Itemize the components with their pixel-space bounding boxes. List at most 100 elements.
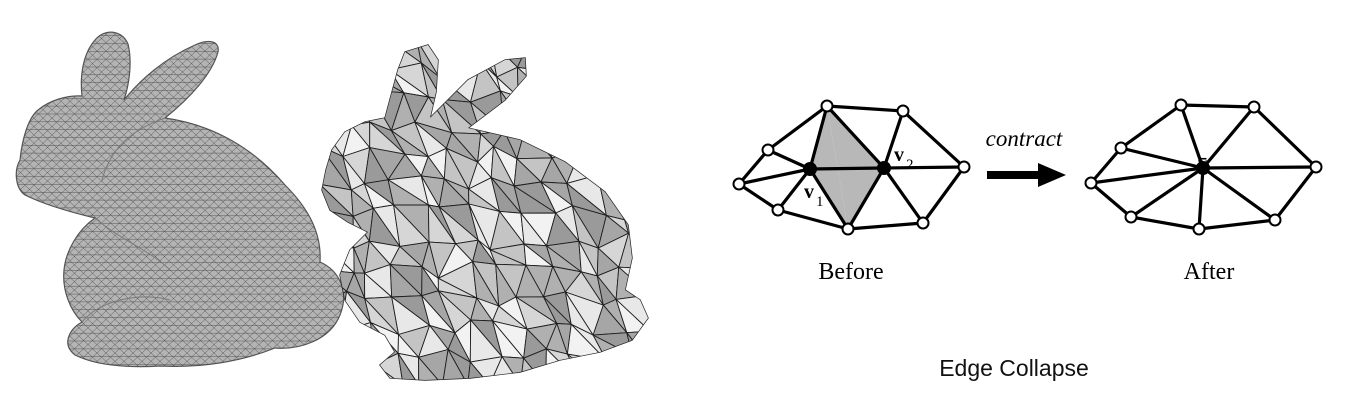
- coarse-mesh-face: [571, 100, 603, 131]
- coarse-mesh-face: [397, 353, 420, 380]
- mesh-vertex: [1174, 98, 1188, 112]
- coarse-mesh-face: [540, 70, 574, 102]
- coarse-mesh-face: [605, 354, 633, 380]
- mesh-edge: [766, 104, 829, 152]
- coarse-mesh-face: [529, 45, 551, 74]
- mesh-edge: [1201, 165, 1318, 170]
- mesh-vertex: [771, 203, 785, 217]
- coarse-mesh-face: [625, 330, 648, 365]
- coarse-mesh-face: [540, 88, 573, 123]
- coarse-mesh-face: [624, 181, 648, 221]
- coarse-mesh-face: [322, 45, 346, 70]
- mesh-vertex: [841, 222, 855, 236]
- coarse-mesh-face: [628, 182, 648, 218]
- coarse-mesh-face: [615, 147, 648, 189]
- mesh-edge: [737, 167, 812, 186]
- mesh-edge: [1129, 166, 1205, 219]
- coarse-mesh-face: [569, 45, 610, 69]
- coarse-mesh-face: [549, 45, 573, 64]
- coarse-mesh-face: [438, 45, 482, 78]
- coarse-mesh-face: [628, 121, 648, 148]
- dense-mesh-lines: [16, 32, 344, 367]
- mesh-edge: [921, 165, 966, 225]
- after-mesh-diagram: v̄ After: [1084, 98, 1323, 285]
- coarse-mesh-face: [570, 119, 607, 151]
- mesh-edge: [1179, 103, 1205, 170]
- collapsing-vertex: [877, 161, 891, 175]
- coarse-mesh-face: [517, 88, 542, 125]
- coarse-mesh-face: [517, 96, 541, 128]
- mesh-edge: [1201, 166, 1277, 222]
- coarse-mesh-face: [339, 322, 376, 366]
- vertex-label-v2: v 2: [894, 144, 914, 173]
- mesh-vertex: [1268, 213, 1282, 227]
- mesh-edge: [1201, 105, 1256, 170]
- svg-text:2: 2: [906, 157, 914, 173]
- coarse-mesh-face: [568, 62, 609, 107]
- coarse-mesh-face: [349, 89, 371, 124]
- coarse-mesh-face: [566, 353, 607, 380]
- mesh-edge: [808, 104, 829, 171]
- mesh-vertex: [957, 160, 971, 174]
- coarse-mesh-face: [600, 95, 630, 124]
- coarse-mesh-face: [594, 45, 631, 71]
- mesh-edge: [1197, 166, 1205, 231]
- coarse-mesh-face: [322, 349, 348, 380]
- coarse-mesh-face: [596, 129, 618, 150]
- coarse-mesh-face: [570, 99, 599, 131]
- coarse-mesh-face: [607, 67, 622, 97]
- coarse-mesh-face: [619, 68, 648, 98]
- coarse-mesh-face: [626, 332, 648, 364]
- dense-triangle-mesh-bunny-icon: [15, 31, 345, 368]
- coarse-mesh-face: [571, 120, 606, 150]
- mesh-vertex: [732, 177, 746, 191]
- mesh-vertex: [1247, 100, 1261, 114]
- mesh-edge: [882, 165, 966, 170]
- mesh-edge: [1252, 105, 1318, 169]
- mesh-edge: [776, 167, 812, 212]
- coarse-mesh-face: [548, 62, 573, 103]
- mesh-edge: [1089, 181, 1133, 219]
- mesh-edge: [825, 104, 905, 113]
- mesh-vertex: [916, 216, 930, 230]
- mesh-edge: [808, 167, 850, 231]
- svg-text:v: v: [804, 181, 814, 203]
- coarse-mesh-face: [594, 45, 621, 71]
- mesh-vertex: [1124, 210, 1138, 224]
- diagram-title: Edge Collapse: [939, 355, 1089, 381]
- coarse-mesh-face: [620, 95, 648, 136]
- mesh-edge: [1089, 146, 1123, 185]
- mesh-vertex: [820, 99, 834, 113]
- coarse-mesh-face: [626, 354, 648, 380]
- coarse-mesh-face: [322, 350, 346, 380]
- mesh-edge: [766, 148, 812, 171]
- coarse-mesh-face: [615, 145, 648, 190]
- mesh-edge: [737, 148, 770, 186]
- coarse-mesh-face: [499, 89, 527, 132]
- coarse-mesh-face: [322, 70, 352, 96]
- coarse-mesh-face: [569, 61, 603, 107]
- mesh-edge: [776, 208, 850, 231]
- coarse-mesh-face: [365, 45, 391, 73]
- mesh-edge: [1129, 215, 1201, 231]
- coarse-mesh-face: [604, 359, 628, 380]
- coarse-mesh-face: [444, 45, 482, 63]
- coarse-mesh-face: [322, 68, 351, 96]
- coarse-mesh-face: [371, 45, 391, 72]
- coarse-mesh-face: [345, 348, 376, 380]
- before-caption: Before: [818, 259, 883, 285]
- coarse-mesh-face: [538, 120, 582, 152]
- coarse-mesh-face: [596, 121, 630, 149]
- coarse-mesh-face: [516, 126, 553, 160]
- mesh-edge: [901, 109, 966, 169]
- mesh-vertex: [1309, 160, 1323, 174]
- coarse-mesh-face: [516, 45, 551, 73]
- coarse-mesh-face: [344, 45, 373, 73]
- mesh-edge: [1089, 166, 1205, 185]
- mesh-edge: [1119, 146, 1205, 170]
- coarse-mesh-face: [337, 45, 367, 73]
- coarse-mesh-face: [441, 348, 469, 380]
- mesh-edge: [1273, 165, 1318, 222]
- coarse-mesh-face: [322, 90, 353, 126]
